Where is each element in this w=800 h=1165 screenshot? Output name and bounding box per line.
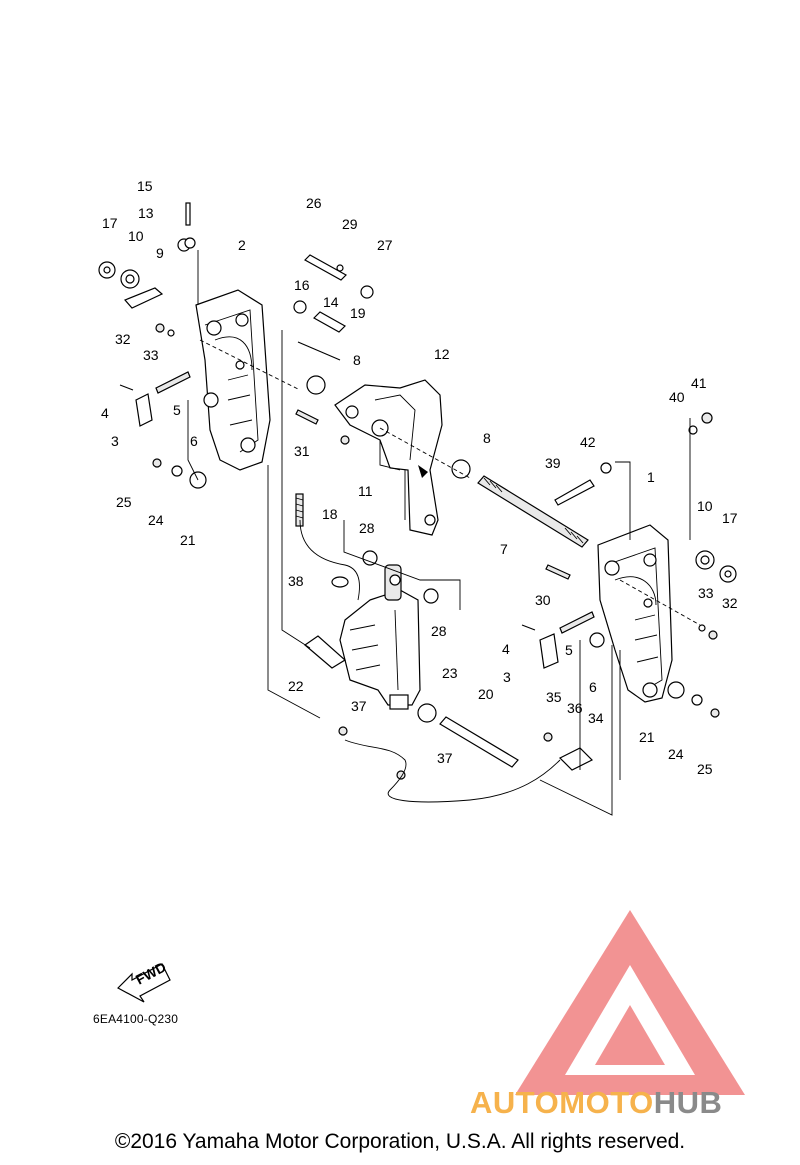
leader-lines (187, 250, 701, 816)
callout-12: 12 (434, 346, 450, 362)
callout-9: 9 (156, 245, 164, 261)
callout-40: 40 (669, 389, 685, 405)
callout-25: 25 (116, 494, 132, 510)
right-clamp-bracket (597, 524, 673, 703)
callout-32: 32 (115, 331, 131, 347)
callout-11: 11 (358, 483, 373, 499)
callout-33: 33 (143, 347, 159, 363)
callout-25: 25 (697, 761, 713, 777)
callout-17: 17 (102, 215, 118, 231)
callout-24: 24 (668, 746, 684, 762)
callout-38: 38 (288, 573, 304, 589)
callout-13: 13 (138, 205, 154, 221)
callout-5: 5 (565, 642, 573, 658)
callout-26: 26 (306, 195, 322, 211)
callout-28: 28 (431, 623, 447, 639)
watermark-text: AUTOMOTOHUB (470, 1085, 723, 1120)
callout-21: 21 (180, 532, 196, 548)
callout-35: 35 (546, 689, 562, 705)
callout-28: 28 (359, 520, 375, 536)
callout-32: 32 (722, 595, 738, 611)
callout-7: 7 (500, 541, 508, 557)
tilt-unit (339, 564, 421, 710)
callout-20: 20 (478, 686, 494, 702)
swivel-bracket (334, 379, 443, 536)
callout-36: 36 (567, 700, 583, 716)
callout-6: 6 (589, 679, 597, 695)
left-clamp-bracket (195, 289, 271, 471)
watermark-logo (515, 910, 745, 1095)
callout-22: 22 (288, 678, 304, 694)
callout-14: 14 (323, 294, 339, 310)
callout-34: 34 (588, 710, 604, 726)
diagram-code: 6EA4100-Q230 (93, 1012, 179, 1026)
callout-31: 31 (294, 443, 310, 459)
callout-37: 37 (351, 698, 367, 714)
callout-23: 23 (442, 665, 458, 681)
callout-1: 1 (647, 469, 655, 485)
callout-33: 33 (698, 585, 714, 601)
callout-2: 2 (238, 237, 246, 253)
callout-4: 4 (101, 405, 109, 421)
callout-15: 15 (137, 178, 153, 194)
callout-42: 42 (580, 434, 596, 450)
callout-39: 39 (545, 455, 561, 471)
callout-41: 41 (691, 375, 707, 391)
callout-27: 27 (377, 237, 393, 253)
small-parts (98, 237, 737, 780)
callout-18: 18 (322, 506, 338, 522)
callout-19: 19 (350, 305, 366, 321)
callout-17: 17 (722, 510, 738, 526)
fwd-arrow-icon: FWD (117, 959, 171, 1003)
callout-24: 24 (148, 512, 164, 528)
callout-4: 4 (502, 641, 510, 657)
callout-30: 30 (535, 592, 551, 608)
callout-6: 6 (190, 433, 198, 449)
callout-21: 21 (639, 729, 655, 745)
callout-labels: 1 2 3 3 4 4 5 5 6 6 7 8 8 9 10 10 11 12 … (101, 178, 738, 777)
callout-3: 3 (111, 433, 119, 449)
callout-10: 10 (128, 228, 144, 244)
callout-29: 29 (342, 216, 358, 232)
callout-8: 8 (353, 352, 361, 368)
callout-3: 3 (503, 669, 511, 685)
callout-37: 37 (437, 750, 453, 766)
callout-10: 10 (697, 498, 713, 514)
callout-8: 8 (483, 430, 491, 446)
copyright-notice: ©2016 Yamaha Motor Corporation, U.S.A. A… (114, 1130, 686, 1153)
callout-16: 16 (294, 277, 310, 293)
shafts (185, 202, 589, 768)
callout-5: 5 (173, 402, 181, 418)
